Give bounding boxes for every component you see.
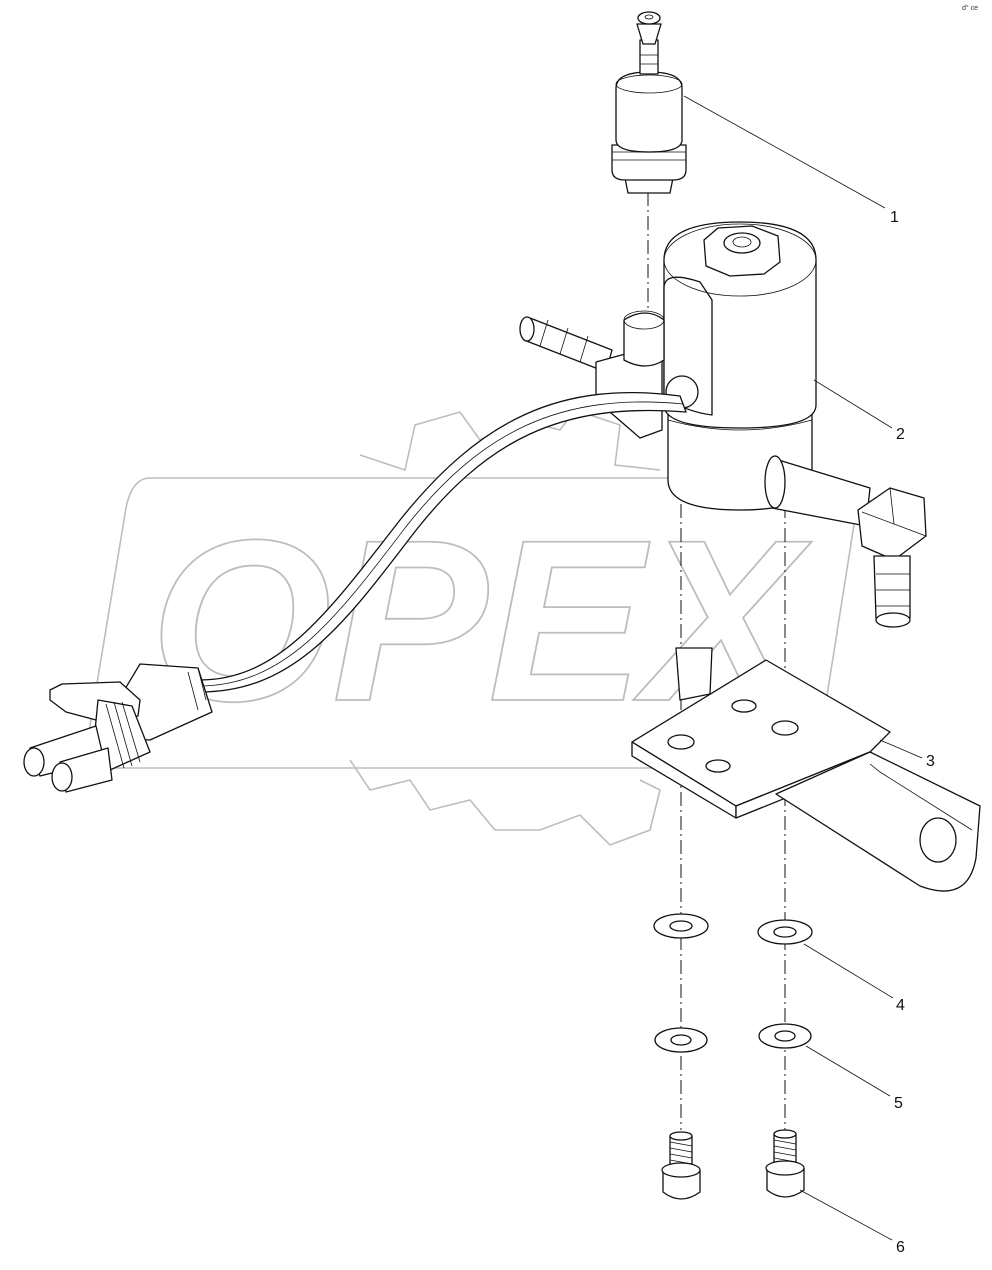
screw-right (765, 1129, 805, 1198)
part-4-washers (653, 913, 813, 945)
screw-left (661, 1131, 701, 1200)
part-3-mounting-bracket (631, 647, 981, 892)
callout-label-3: 3 (926, 753, 935, 770)
assembly-centerlines (647, 192, 786, 1130)
corner-mark: d° ce (962, 4, 978, 12)
callout-label-2: 2 (896, 426, 905, 443)
callout-label-6: 6 (896, 1239, 905, 1256)
callout-label-5: 5 (894, 1095, 903, 1112)
part-5-washers (654, 1023, 812, 1053)
part-1-hose-fitting (611, 11, 687, 194)
part-6-screws (661, 1129, 805, 1200)
callout-leaders (683, 95, 923, 1241)
callout-label-1: 1 (890, 209, 899, 226)
callout-label-4: 4 (896, 997, 905, 1014)
part-2-solenoid-valve (23, 221, 927, 793)
